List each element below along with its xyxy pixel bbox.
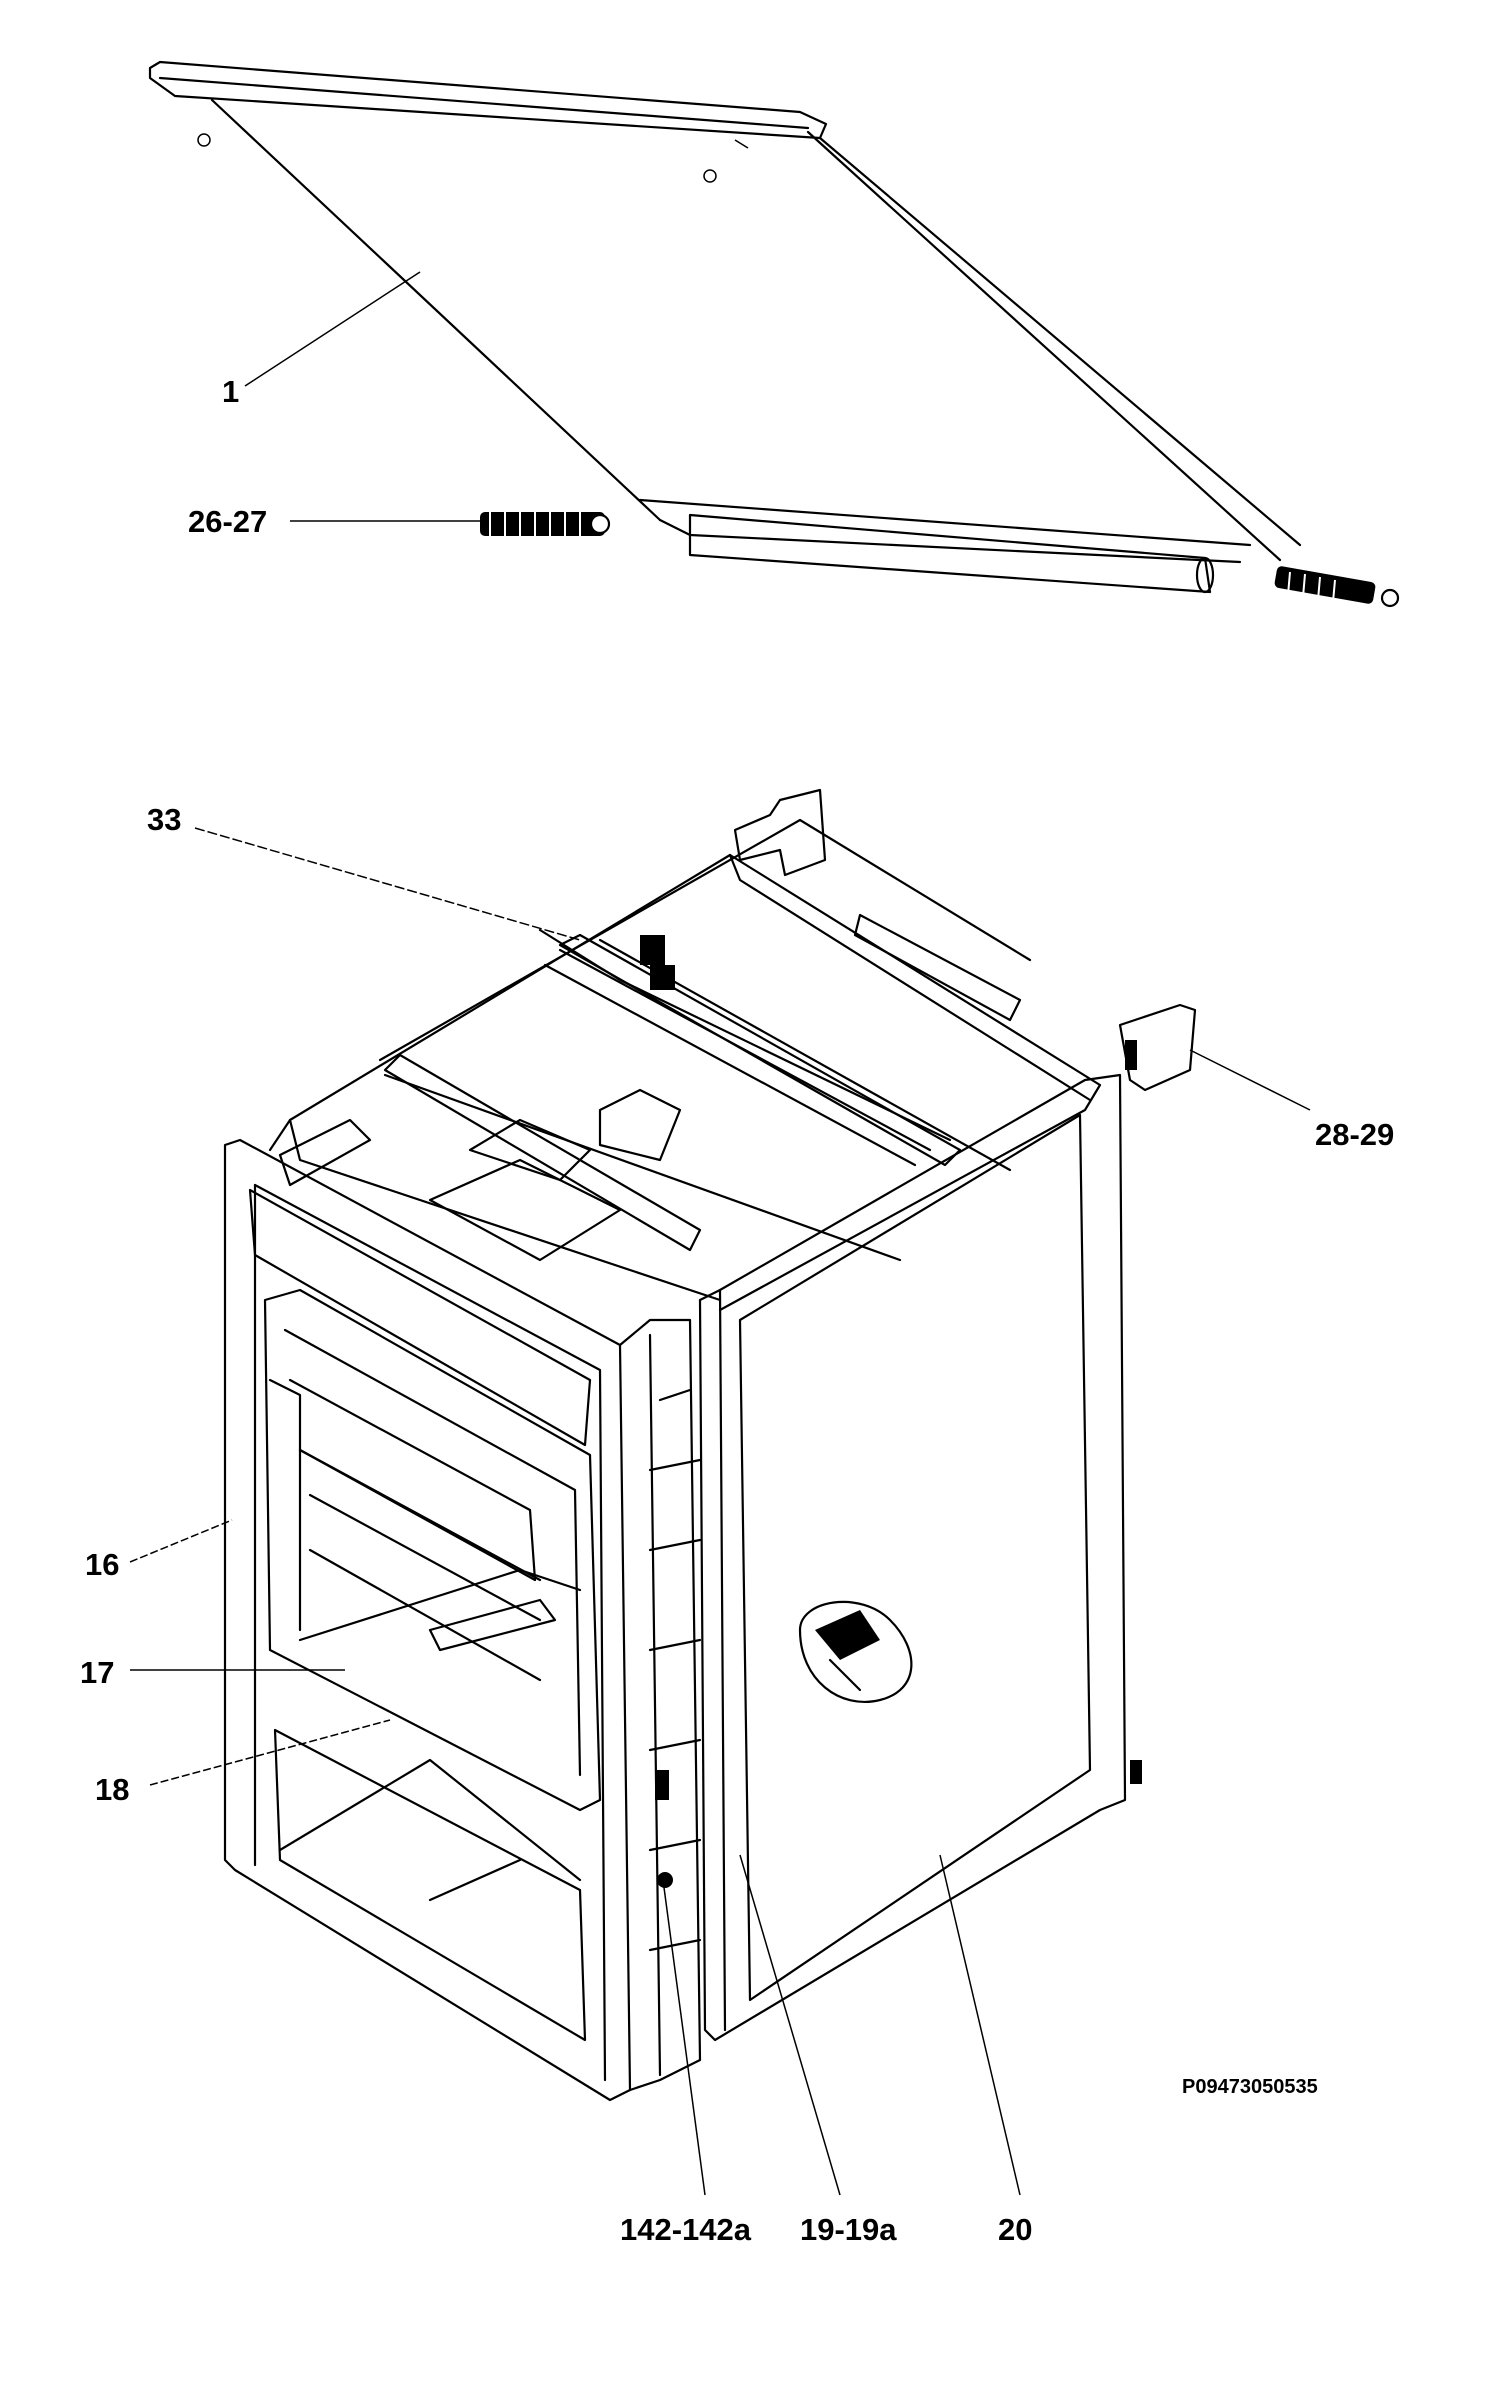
callout-label-28-29: 28-29 [1315, 1117, 1394, 1152]
callout-label-26-27: 26-27 [188, 504, 267, 539]
callout-label-16: 16 [85, 1547, 119, 1582]
drawing-reference-code: P09473050535 [1182, 2076, 1318, 2098]
callout-label-17: 17 [80, 1655, 114, 1690]
part-oven-cabinet [223, 788, 1197, 2102]
part-hinge-left [480, 512, 611, 536]
callout-leaders [129, 271, 1311, 2196]
callout-label-1: 1 [222, 374, 239, 409]
callout-label-19-19a: 19-19a [800, 2212, 897, 2247]
callout-label-18: 18 [95, 1772, 129, 1807]
callout-label-20: 20 [998, 2212, 1032, 2247]
callout-label-33: 33 [147, 802, 181, 837]
part-top-cover [148, 60, 1302, 594]
callout-label-142-142a: 142-142a [620, 2212, 752, 2247]
part-hinge-right [1274, 566, 1400, 608]
